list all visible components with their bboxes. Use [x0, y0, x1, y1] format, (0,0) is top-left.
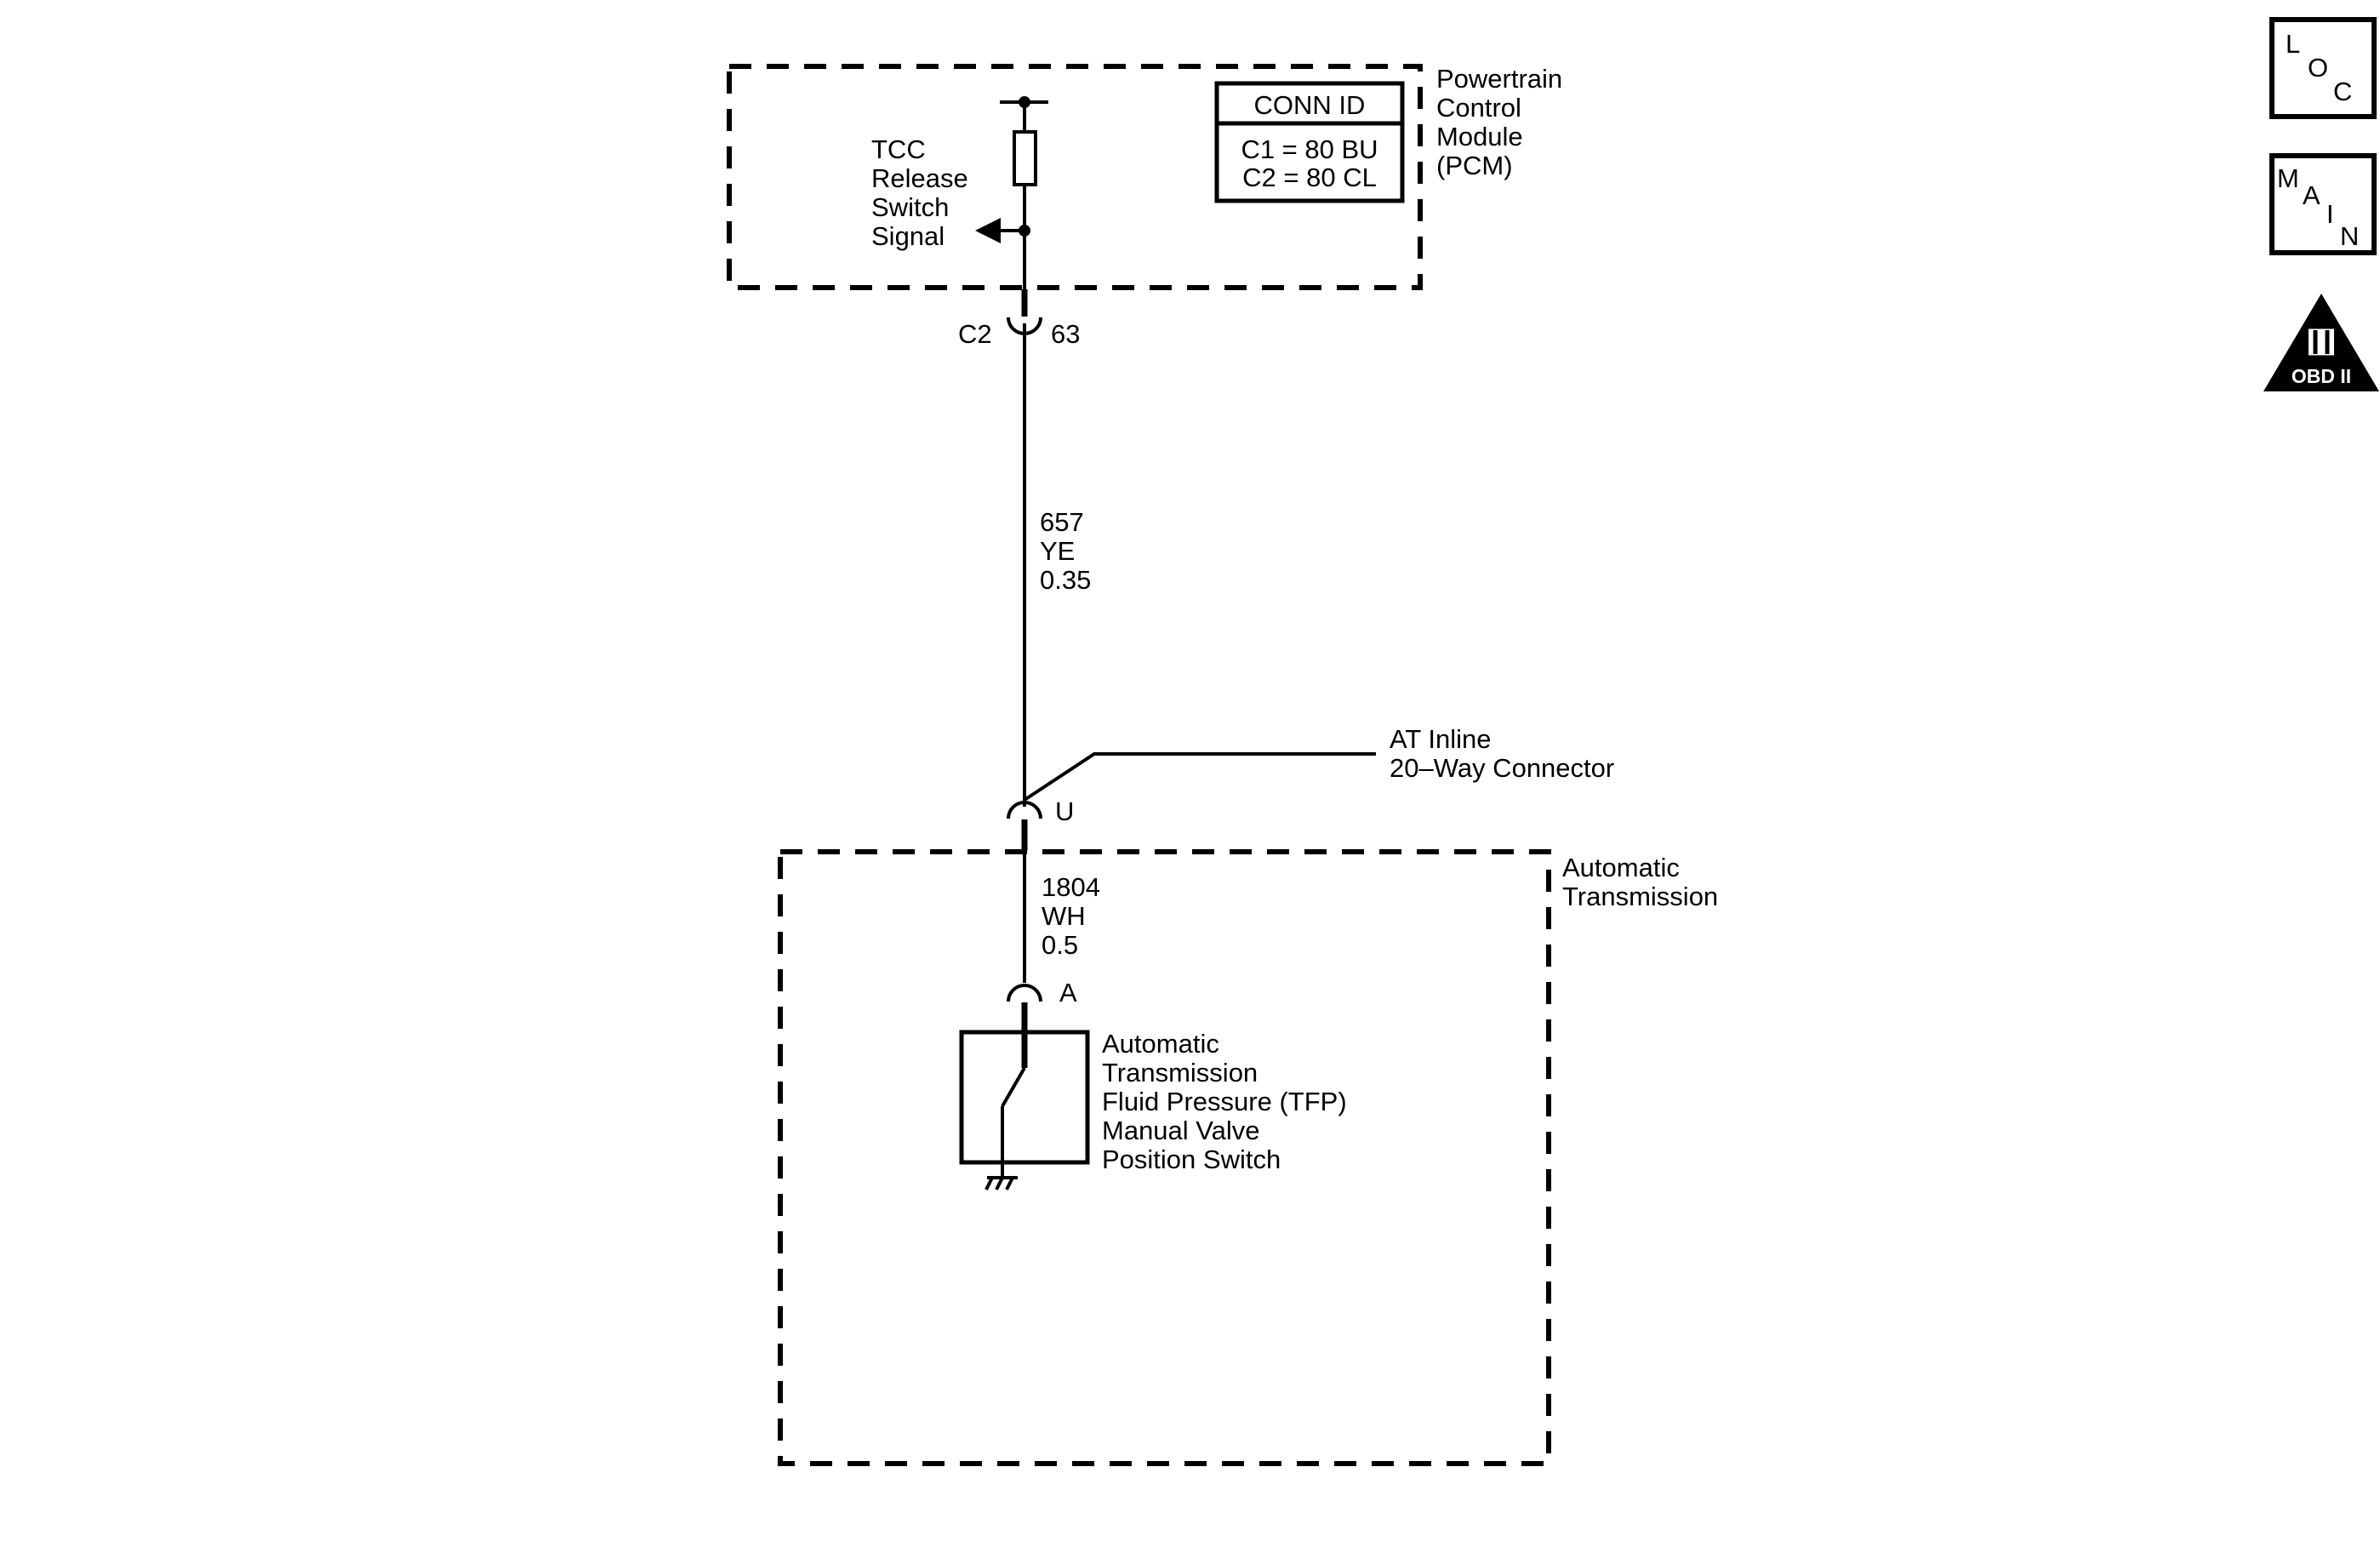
- diagram-text-27: Fluid Pressure (TFP): [1102, 1087, 1347, 1116]
- pcm-connector-c2: C2 63: [958, 289, 1080, 349]
- diagram-text-3: (PCM): [1436, 151, 1513, 180]
- diagram-text-7: TCC: [871, 134, 926, 164]
- ground-icon: [985, 1176, 1018, 1190]
- tcc-signal-label: TCC Release Switch Signal: [871, 134, 968, 251]
- diagram-text-33: M: [2277, 163, 2299, 193]
- diagram-text-9: Switch: [871, 192, 949, 222]
- conn-id-title: CONN ID: [1254, 90, 1366, 120]
- diagram-text-31: O: [2308, 53, 2328, 83]
- diagram-text-20: Transmission: [1562, 882, 1718, 911]
- diagram-text-29: Position Switch: [1102, 1144, 1281, 1174]
- obd-ii-icon[interactable]: OBD II: [2263, 294, 2379, 391]
- diagram-text-16: AT Inline: [1390, 724, 1491, 754]
- pullup-resistor: [1013, 130, 1037, 186]
- conn-id-box: CONN ID C1 = 80 BU C2 = 80 CL: [1214, 81, 1405, 203]
- transmission-label: Automatic Transmission: [1562, 853, 1718, 911]
- inline-connector-label: AT Inline 20–Way Connector: [1390, 724, 1614, 783]
- wire-657-label: 657 YE 0.35: [1040, 507, 1091, 595]
- pcm-boundary: [727, 64, 1423, 290]
- connector-pin: 63: [1051, 319, 1080, 349]
- transmission-boundary: [778, 849, 1551, 1466]
- diagram-text-13: 657: [1040, 507, 1084, 537]
- diagram-text-10: Signal: [871, 221, 945, 251]
- signal-arrow-icon: [975, 218, 1001, 243]
- diagram-text-25: Automatic: [1102, 1029, 1219, 1059]
- diagram-text-30: L: [2286, 29, 2300, 59]
- diagram-text-22: WH: [1042, 901, 1086, 931]
- diagram-text-21: 1804: [1042, 872, 1100, 902]
- diagram-text-37: OBD II: [2292, 365, 2351, 387]
- switch-connector-pin: A: [1059, 978, 1077, 1007]
- connector-name: C2: [958, 319, 992, 349]
- conn-id-line-2: C2 = 80 CL: [1242, 163, 1377, 192]
- diagram-text-15: 0.35: [1040, 565, 1091, 595]
- diagram-text-14: YE: [1040, 536, 1075, 566]
- conn-id-line-1: C1 = 80 BU: [1241, 134, 1378, 164]
- diagram-text-1: Control: [1436, 93, 1521, 123]
- diagram-text-8: Release: [871, 163, 968, 193]
- main-icon[interactable]: M A I N: [2269, 153, 2377, 255]
- switch-connector-a: A: [1007, 978, 1077, 1032]
- diagram-text-35: I: [2326, 199, 2334, 229]
- loc-icon[interactable]: L O C: [2269, 17, 2377, 119]
- diagram-text-23: 0.5: [1042, 930, 1078, 960]
- inline-connector-u: U: [1007, 796, 1074, 851]
- diagram-text-26: Transmission: [1102, 1058, 1258, 1087]
- diagram-text-19: Automatic: [1562, 853, 1680, 882]
- wire-1804-label: 1804 WH 0.5: [1042, 872, 1100, 960]
- diagram-text-32: C: [2333, 77, 2352, 106]
- diagram-text-34: A: [2303, 180, 2320, 210]
- diagram-text-28: Manual Valve: [1102, 1116, 1260, 1145]
- tfp-switch: [959, 1030, 1090, 1178]
- tfp-switch-label: Automatic Transmission Fluid Pressure (T…: [1102, 1029, 1347, 1174]
- diagram-text-2: Module: [1436, 122, 1523, 151]
- diagram-text-0: Powertrain: [1436, 64, 1562, 94]
- pcm-label: Powertrain Control Module (PCM): [1436, 64, 1562, 180]
- inline-connector-pin: U: [1055, 796, 1074, 826]
- diagram-text-36: N: [2340, 221, 2359, 251]
- pcm-internal-circuit: [975, 96, 1048, 294]
- diagram-text-17: 20–Way Connector: [1390, 753, 1614, 783]
- inline-connector-leader: [1023, 752, 1376, 802]
